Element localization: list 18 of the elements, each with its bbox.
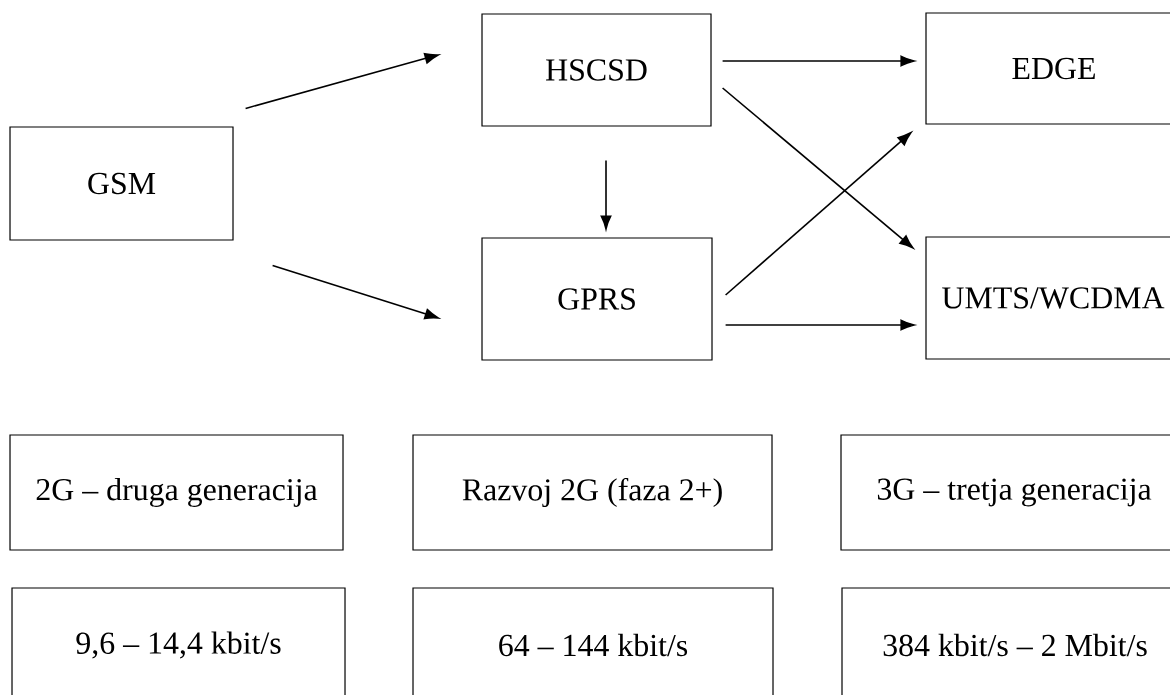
process-box: HSCSD <box>481 13 712 127</box>
process-box: 64 – 144 kbit/s <box>412 587 774 695</box>
process-box: Razvoj 2G (faza 2+) <box>412 434 773 551</box>
process-box: 384 kbit/s – 2 Mbit/s <box>841 587 1170 695</box>
arrow <box>724 132 912 296</box>
arrow <box>721 87 914 249</box>
process-box: 9,6 – 14,4 kbit/s <box>11 587 346 695</box>
arrow <box>721 55 915 67</box>
process-box: GSM <box>9 126 234 241</box>
arrow <box>271 264 439 320</box>
process-box: 2G – druga generacija <box>9 434 344 551</box>
process-box: UMTS/WCDMA <box>925 236 1170 360</box>
arrow <box>724 319 915 331</box>
process-box: GPRS <box>481 237 713 361</box>
process-box: 3G – tretja generacija <box>840 434 1170 551</box>
arrow <box>244 53 439 110</box>
arrow <box>600 159 612 230</box>
process-box: EDGE <box>925 12 1170 125</box>
